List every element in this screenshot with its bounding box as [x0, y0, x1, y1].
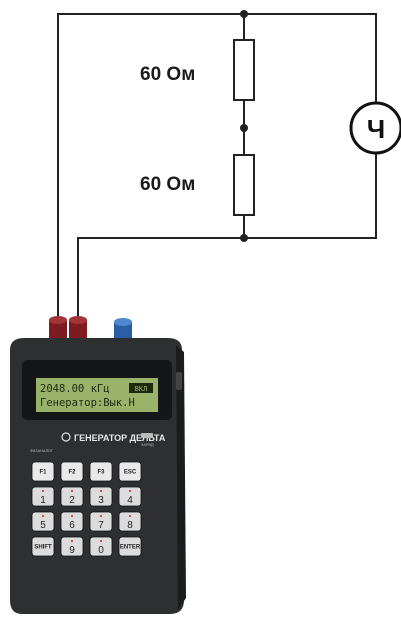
keypad-key[interactable]: 6 [60, 511, 84, 532]
keypad-key[interactable]: 7 [89, 511, 113, 532]
key-marker-dot [100, 490, 102, 492]
key-marker-dot [100, 540, 102, 542]
key-digit: 4 [127, 495, 133, 506]
key-marker-dot [129, 515, 131, 517]
generator-device: 2048.00 кГц ВКЛ Генератор:Вык.Н ГЕНЕРАТО… [10, 316, 186, 614]
charge-indicator [141, 433, 153, 438]
key-marker-dot [71, 540, 73, 542]
brand-logo-icon [61, 432, 71, 442]
keypad-key[interactable]: 9 [60, 536, 84, 557]
key-digit: 2 [69, 495, 75, 506]
lcd-badge: ВКЛ [135, 385, 148, 393]
keypad-key[interactable]: 8 [118, 511, 142, 532]
resistor-bottom [233, 154, 255, 216]
key-marker-dot [71, 515, 73, 517]
wires [57, 13, 377, 330]
keypad-key[interactable]: F2 [60, 461, 84, 482]
terminal-red-right [69, 316, 87, 344]
charge-label: ЗАРЯД [141, 443, 154, 447]
key-marker-dot [100, 515, 102, 517]
key-label: F1 [39, 470, 47, 476]
keypad-key[interactable]: 0 [89, 536, 113, 557]
keypad-key[interactable]: ESC [118, 461, 142, 482]
key-label: SHIFT [34, 545, 52, 551]
key-digit: 7 [98, 520, 104, 531]
key-label: F3 [97, 470, 105, 476]
frequency-meter: Ч [349, 101, 401, 155]
keypad-key[interactable]: 5 [31, 511, 55, 532]
meter-label: Ч [367, 114, 385, 144]
resistor-top-label: 60 Ом [140, 64, 195, 85]
key-digit: 9 [69, 545, 75, 556]
side-knob [176, 372, 182, 390]
key-marker-dot [42, 490, 44, 492]
keypad-key[interactable]: 2 [60, 486, 84, 507]
keypad-key[interactable]: SHIFT [31, 536, 55, 557]
key-digit: 1 [40, 495, 46, 506]
resistor-bottom-label: 60 Ом [140, 174, 195, 195]
junction-bottom [240, 234, 248, 242]
keypad-key[interactable]: ENTER [118, 536, 142, 557]
keypad-key[interactable]: 3 [89, 486, 113, 507]
key-digit: 3 [98, 495, 104, 506]
keypad-key[interactable]: F3 [89, 461, 113, 482]
key-marker-dot [129, 490, 131, 492]
junction-middle [240, 124, 248, 132]
key-digit: 6 [69, 520, 75, 531]
key-label: ESC [124, 470, 137, 476]
wire-left-outer [57, 13, 377, 330]
keypad-key[interactable]: 4 [118, 486, 142, 507]
lcd-line-2: Генератор:Вык.Н [40, 397, 135, 409]
resistor-top [233, 39, 255, 101]
junction-top [240, 10, 248, 18]
keypad-key[interactable]: F1 [31, 461, 55, 482]
brand-subtitle: ФАЗАНАЛОГ [30, 449, 53, 453]
key-marker-dot [42, 515, 44, 517]
lcd-line-1: 2048.00 кГц [40, 383, 110, 395]
key-marker-dot [71, 490, 73, 492]
key-label: ENTER [120, 545, 141, 551]
wire-left-inner [77, 237, 244, 330]
key-digit: 8 [127, 520, 133, 531]
brand-title: ГЕНЕРАТОР ДЕЛЬТА [74, 433, 166, 443]
terminal-red-left [49, 316, 67, 344]
key-digit: 5 [40, 520, 46, 531]
key-label: F2 [68, 470, 76, 476]
keypad-key[interactable]: 1 [31, 486, 55, 507]
key-digit: 0 [98, 545, 104, 556]
